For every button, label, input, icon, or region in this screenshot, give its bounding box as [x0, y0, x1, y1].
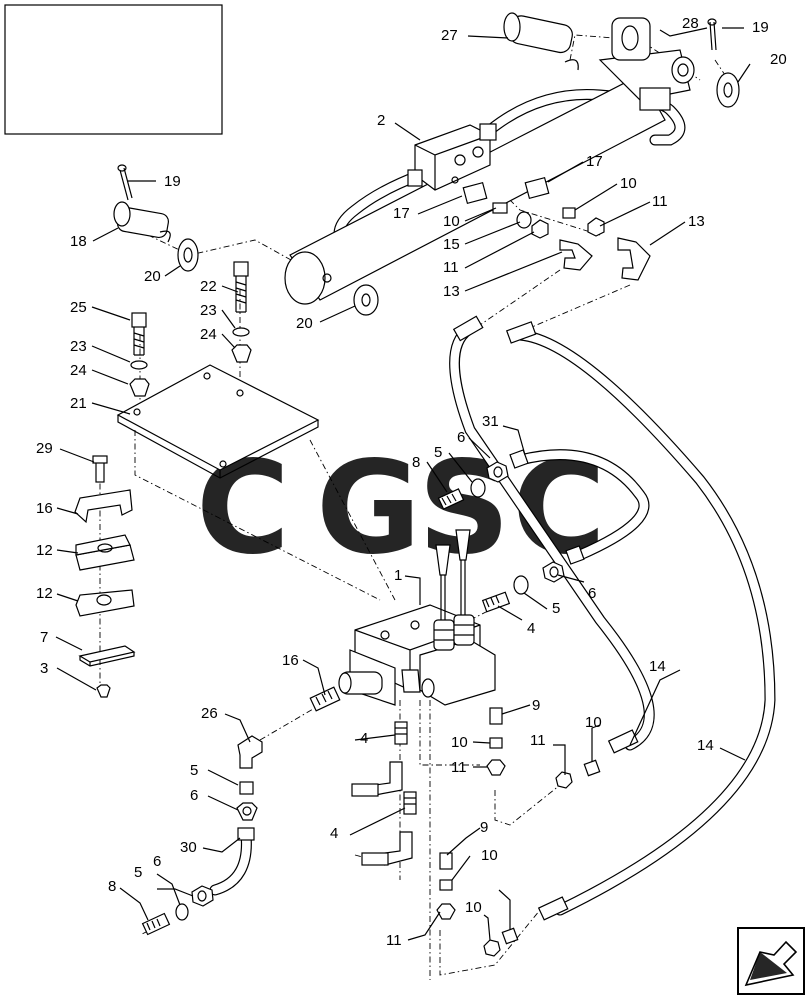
callout-label: 20 [144, 268, 161, 285]
callout-label: 15 [443, 236, 460, 253]
callout-label: 8 [412, 454, 420, 471]
callout-label: 5 [552, 600, 560, 617]
watermark-letter: G [316, 434, 421, 583]
pin-27 [503, 12, 579, 71]
callout-label: 10 [620, 175, 637, 192]
callout-label: 9 [532, 697, 540, 714]
callout-label: 4 [527, 620, 535, 637]
callout-label: 16 [282, 652, 299, 669]
callout-label: 31 [482, 413, 499, 430]
callout-label: 12 [36, 585, 53, 602]
callout-label: 3 [40, 660, 48, 677]
callout-label: 1 [394, 567, 402, 584]
callout-label: 26 [201, 705, 218, 722]
clamp-assembly [74, 455, 136, 698]
callout-label: 14 [697, 737, 714, 754]
callout-label: 17 [393, 205, 410, 222]
title-frame [4, 4, 223, 135]
callout-label: 2 [377, 112, 385, 129]
callout-label: 16 [36, 500, 53, 517]
callout-label: 20 [770, 51, 787, 68]
bolts [131, 261, 249, 356]
callout-label: 4 [360, 730, 368, 747]
callout-label: 10 [585, 714, 602, 731]
callout-label: 28 [682, 15, 699, 32]
control-levers [433, 529, 475, 651]
callout-label: 4 [330, 825, 338, 842]
callout-label: 13 [688, 213, 705, 230]
callout-label: 21 [70, 395, 87, 412]
callout-label: 27 [441, 27, 458, 44]
callout-label: 11 [652, 193, 668, 210]
callout-label: 17 [586, 153, 603, 170]
callout-label: 11 [443, 259, 459, 276]
nuts-washers [129, 327, 252, 397]
callout-label: 23 [200, 302, 217, 319]
fittings [141, 176, 651, 957]
callout-label: 11 [530, 732, 546, 749]
callout-label: 19 [164, 173, 181, 190]
washers-20 [177, 72, 740, 316]
callout-label: 5 [134, 864, 142, 881]
callout-labels: 27 28 19 20 2 17 17 10 10 11 11 13 13 15… [36, 15, 787, 949]
callout-label: 11 [451, 759, 467, 776]
hose-31 [514, 449, 650, 561]
callout-label: 30 [180, 839, 197, 856]
callout-label: 7 [40, 629, 48, 646]
callout-label: 29 [36, 440, 53, 457]
callout-label: 5 [434, 444, 442, 461]
leader-lines [55, 27, 751, 941]
callout-label: 10 [481, 847, 498, 864]
cotter-pins-19 [117, 18, 717, 201]
callout-label: 24 [70, 362, 87, 379]
callout-label: 12 [36, 542, 53, 559]
callout-label: 6 [457, 429, 465, 446]
callout-label: 18 [70, 233, 87, 250]
mounting-plate-21 [116, 364, 320, 479]
callout-label: 8 [108, 878, 116, 895]
callout-label: 11 [386, 932, 402, 949]
callout-label: 9 [480, 819, 488, 836]
callout-label: 10 [465, 899, 482, 916]
callout-label: 6 [153, 853, 161, 870]
callout-label: 6 [190, 787, 198, 804]
watermark-letter: S [418, 434, 510, 583]
callout-label: 24 [200, 326, 217, 343]
callout-label: 19 [752, 19, 769, 36]
hose-14 [449, 315, 776, 921]
valve-block-2 [407, 123, 497, 191]
callout-label: 10 [443, 213, 460, 230]
callout-label: 10 [451, 734, 468, 751]
callout-label: 5 [190, 762, 198, 779]
callout-label: 20 [296, 315, 313, 332]
pin-18 [113, 201, 171, 243]
callout-label: 13 [443, 283, 460, 300]
callout-label: 22 [200, 278, 217, 295]
callout-label: 6 [588, 585, 596, 602]
callout-label: 25 [70, 299, 87, 316]
next-page-button[interactable] [737, 927, 805, 995]
callout-label: 14 [649, 658, 666, 675]
callout-label: 23 [70, 338, 87, 355]
